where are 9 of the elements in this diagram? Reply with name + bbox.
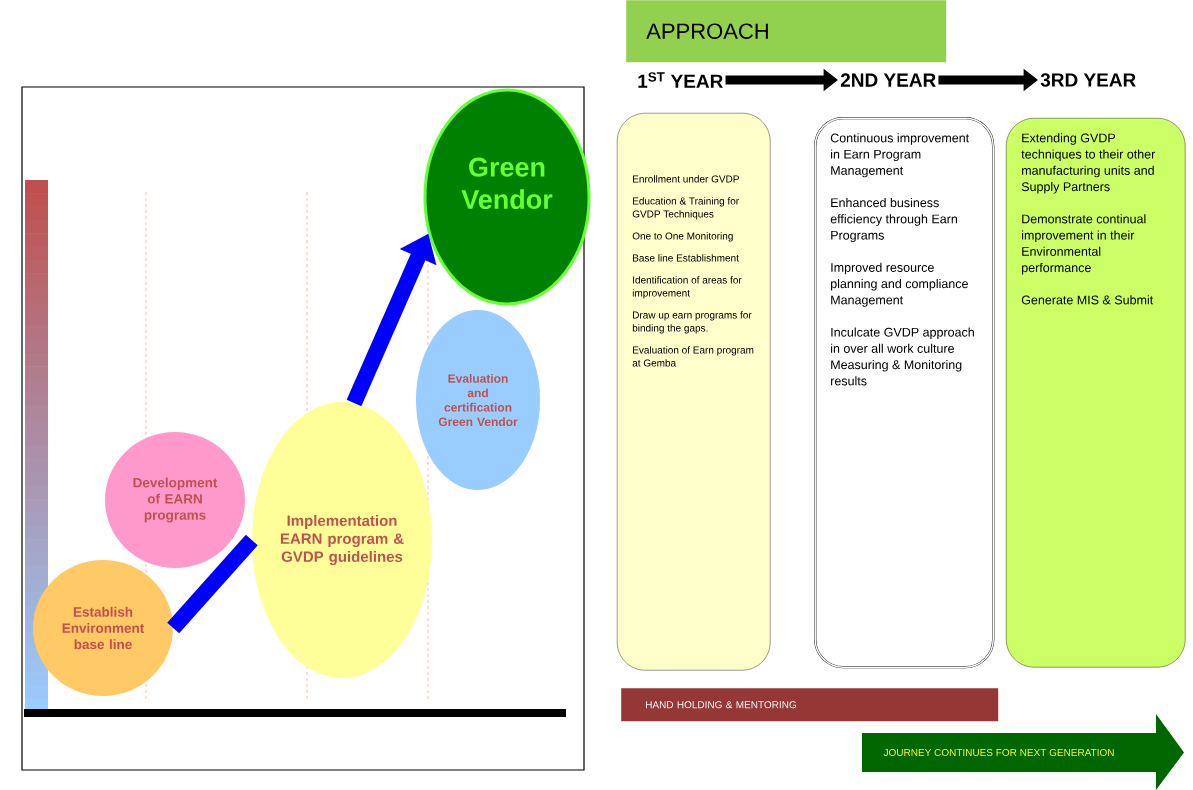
header-band: APPROACH bbox=[626, 0, 947, 63]
column-box: Enrollment under GVDP Education & Training for GVDP Techniques One to One Monitoring Base line Establishment Identification of areas for improvement Draw up earn programs for binding the gaps. Evaluation of Earn program at Gemba bbox=[617, 113, 771, 671]
year-heading: 3RD YEAR bbox=[1040, 73, 1136, 87]
arrow-banner: JOURNEY CONTINUES FOR NEXT GENERATION bbox=[862, 714, 1184, 790]
column-box: Continuous improvement in Earn Program Management Enhanced business efficiency through Earn Programs Improved resource planning and compliance Management Inculcate GVDP approach in over all work culture Measuring & Monitoring results bbox=[814, 117, 995, 669]
year-heading: 2ND YEAR bbox=[840, 73, 936, 87]
mentoring-band: HAND HOLDING & MENTORING bbox=[621, 688, 999, 722]
year-heading: 1$^{ST}$ YEAR bbox=[638, 72, 723, 88]
column-box: Extending GVDP techniques to their other manufacturing units and Supply Partners Demonstrate continual improvement in their Environmental performance Generate MIS & Submit bbox=[1006, 118, 1186, 668]
